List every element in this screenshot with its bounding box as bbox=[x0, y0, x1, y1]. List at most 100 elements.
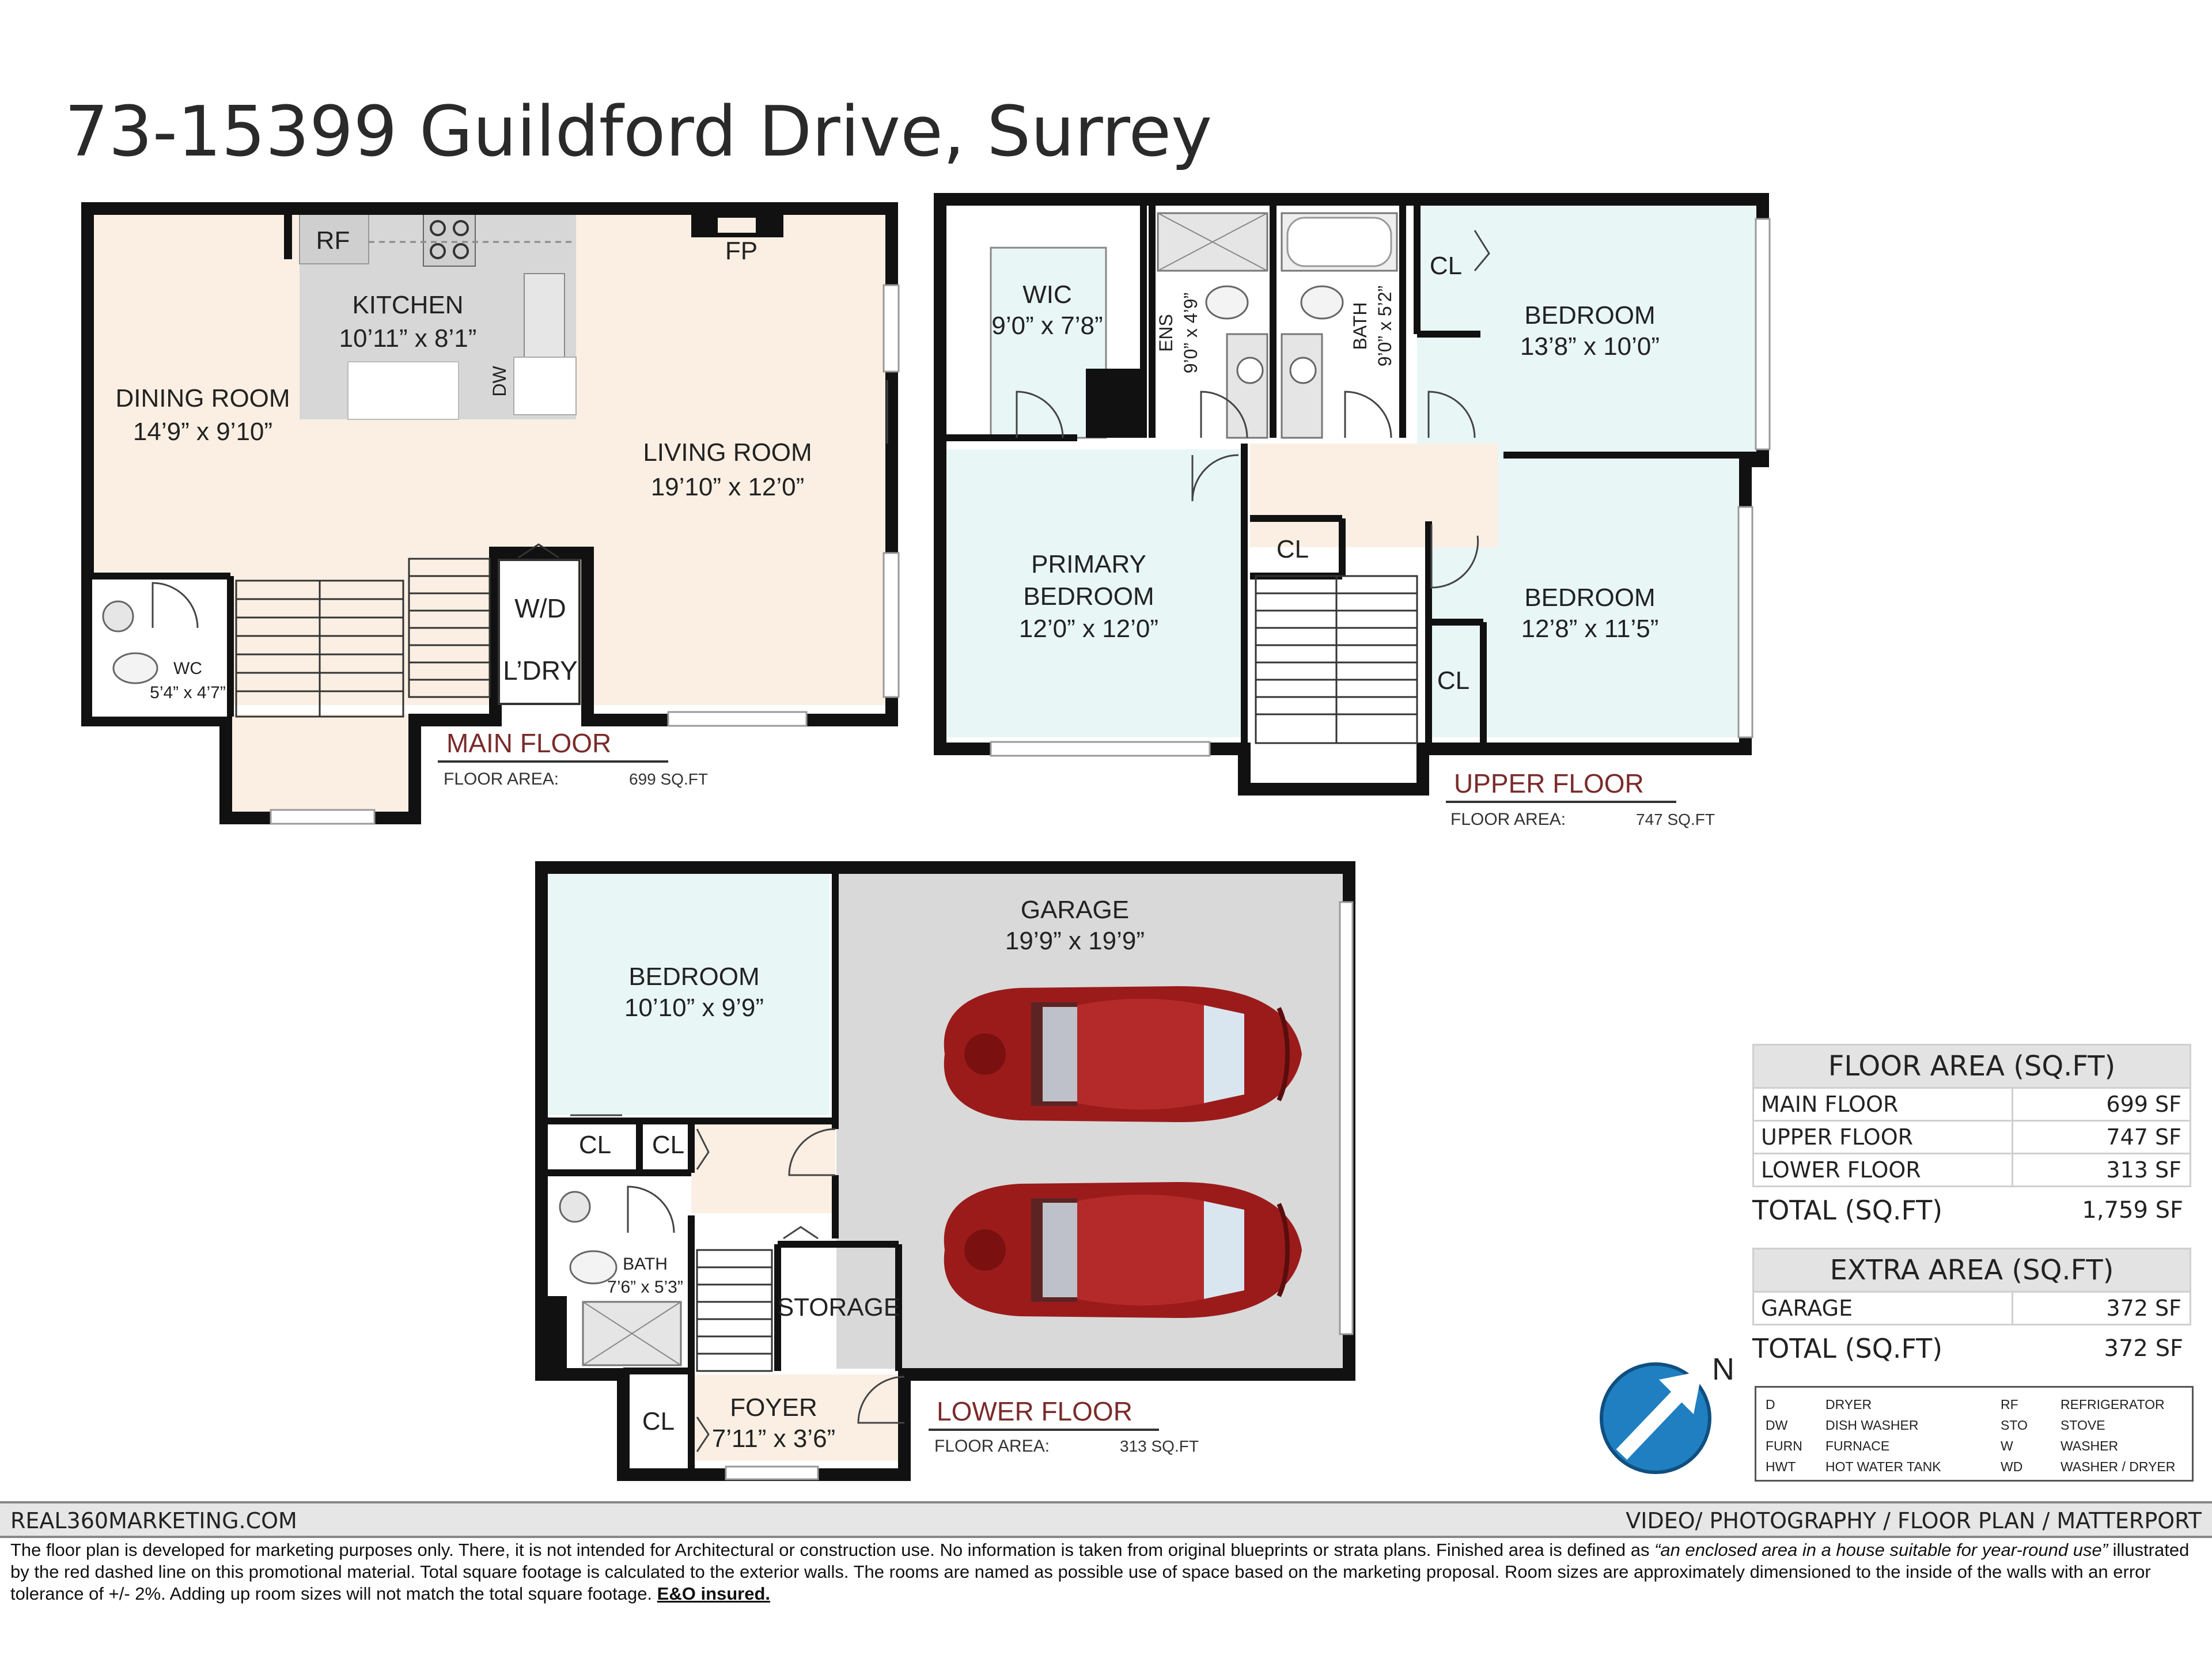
wc-name: WC bbox=[173, 659, 202, 678]
disclaimer-part-2: illustrated by the red dashed line on th… bbox=[10, 1540, 2190, 1604]
fireplace-label: FP bbox=[725, 237, 757, 265]
dining-room-name: DINING ROOM bbox=[115, 384, 290, 412]
table-row: LOWER FLOOR 313 SF bbox=[1752, 1154, 2191, 1187]
eo-insured: E&O insured. bbox=[657, 1584, 771, 1604]
upper-floor-area-value: 747 SQ.FT bbox=[1636, 810, 1715, 828]
legend-abbr: DW bbox=[1766, 1418, 1788, 1433]
floor-area-total-row: TOTAL (SQ.FT) 1,759 SF bbox=[1752, 1187, 2191, 1233]
floor-plan-drawing: RF FP DW KITCHEN 10’11” x 8’1” DINING RO… bbox=[81, 193, 1771, 1481]
bedroom-2-size: 12’8” x 11’5” bbox=[1521, 615, 1659, 643]
compass-north-label: N bbox=[1712, 1352, 1734, 1387]
website-link[interactable]: REAL360MARKETING.COM bbox=[10, 1508, 297, 1533]
dishwasher-label: DW bbox=[489, 366, 510, 397]
lower-bath-size: 7’6” x 5’3” bbox=[607, 1278, 683, 1297]
table-cell-value: 372 SF bbox=[2106, 1296, 2181, 1321]
bedroom-2-name: BEDROOM bbox=[1524, 584, 1655, 612]
upper-floor-labels: WIC 9’0” x 7’8” ENS 9’0” x 4’9” BATH 9’0… bbox=[991, 252, 1660, 695]
closet-label-upper-2: CL bbox=[1277, 535, 1309, 563]
disclaimer-text: The floor plan is developed for marketin… bbox=[10, 1539, 2199, 1605]
extra-area-table-header: EXTRA AREA (SQ.FT) bbox=[1752, 1248, 2191, 1293]
table-cell-value: 699 SF bbox=[2106, 1092, 2181, 1117]
legend-text: REFRIGERATOR bbox=[2061, 1397, 2165, 1412]
legend-text: DISH WASHER bbox=[1825, 1418, 1919, 1433]
upper-floor-area-label: FLOOR AREA: bbox=[1450, 810, 1566, 829]
table-cell-label: UPPER FLOOR bbox=[1754, 1122, 2013, 1153]
table-cell-label: LOWER FLOOR bbox=[1754, 1154, 2013, 1185]
lower-floor-area-value: 313 SQ.FT bbox=[1120, 1437, 1199, 1455]
upper-floor-caption: UPPER FLOOR FLOOR AREA: 747 SQ.FT bbox=[1446, 768, 1715, 829]
lower-floor-labels: BEDROOM 10’10” x 9’9” GARAGE 19’9” x 19’… bbox=[579, 896, 1145, 1453]
main-floor-caption: MAIN FLOOR FLOOR AREA: 699 SQ.FT bbox=[438, 728, 708, 789]
lower-bedroom-size: 10’10” x 9’9” bbox=[624, 994, 764, 1022]
lower-floor-area-label: FLOOR AREA: bbox=[934, 1437, 1050, 1456]
storage-name: STORAGE bbox=[777, 1293, 900, 1321]
lower-floor-plan bbox=[535, 861, 1355, 1481]
floor-area-total-label: TOTAL (SQ.FT) bbox=[1752, 1195, 1943, 1226]
table-cell-value: 747 SF bbox=[2106, 1124, 2181, 1150]
bath-size: 9’0” x 5’2” bbox=[1374, 286, 1395, 367]
lower-floor-caption: LOWER FLOOR FLOOR AREA: 313 SQ.FT bbox=[929, 1396, 1199, 1456]
lower-bedroom-name: BEDROOM bbox=[628, 963, 759, 991]
primary-bedroom-name-2: BEDROOM bbox=[1023, 582, 1154, 611]
legend-text: FURNACE bbox=[1825, 1438, 1890, 1453]
garage-size: 19’9” x 19’9” bbox=[1005, 927, 1145, 955]
wc-size: 5’4” x 4’7” bbox=[150, 683, 226, 702]
closet-label-upper-1: CL bbox=[1430, 252, 1462, 280]
table-cell-value: 313 SF bbox=[2106, 1157, 2181, 1183]
living-room-name: LIVING ROOM bbox=[643, 438, 812, 467]
foyer-size: 7’11” x 3’6” bbox=[712, 1425, 835, 1453]
wic-size: 9’0” x 7’8” bbox=[991, 312, 1103, 340]
primary-bedroom-size: 12’0” x 12’0” bbox=[1019, 615, 1158, 643]
main-floor-area-value: 699 SQ.FT bbox=[629, 770, 708, 788]
disclaimer-quote: “an enclosed area in a house suitable fo… bbox=[1654, 1540, 2108, 1560]
main-floor-plan bbox=[81, 202, 900, 825]
legend-abbr: RF bbox=[2001, 1397, 2018, 1412]
main-floor-name: MAIN FLOOR bbox=[446, 728, 611, 758]
main-floor-area-label: FLOOR AREA: bbox=[444, 770, 559, 789]
ensuite-name: ENS bbox=[1156, 314, 1176, 352]
legend-text: DRYER bbox=[1825, 1397, 1872, 1412]
services-text: VIDEO/ PHOTOGRAPHY / FLOOR PLAN / MATTER… bbox=[1626, 1508, 2202, 1533]
ensuite-size: 9’0” x 4’9” bbox=[1180, 293, 1201, 374]
closet-label-upper-3: CL bbox=[1437, 666, 1469, 695]
table-cell-label: GARAGE bbox=[1754, 1293, 2013, 1324]
legend-abbr: D bbox=[1766, 1397, 1775, 1412]
car-icon-2 bbox=[944, 1182, 1302, 1318]
legend-text: STOVE bbox=[2061, 1418, 2105, 1433]
table-row: UPPER FLOOR 747 SF bbox=[1752, 1122, 2191, 1154]
upper-floor-plan bbox=[934, 193, 1771, 796]
closet-label-lower-2: CL bbox=[652, 1131, 684, 1159]
table-row: MAIN FLOOR 699 SF bbox=[1752, 1089, 2191, 1122]
foyer-name: FOYER bbox=[730, 1393, 817, 1422]
floor-area-table: FLOOR AREA (SQ.FT) MAIN FLOOR 699 SF UPP… bbox=[1752, 1044, 2191, 1233]
washer-dryer-label: W/D bbox=[514, 593, 566, 623]
bedroom-1-size: 13’8” x 10’0” bbox=[1520, 332, 1660, 361]
floor-area-total-value: 1,759 SF bbox=[2082, 1197, 2183, 1224]
legend-abbr: STO bbox=[2001, 1418, 2028, 1433]
table-cell-label: MAIN FLOOR bbox=[1754, 1089, 2013, 1120]
laundry-label: L’DRY bbox=[503, 656, 578, 685]
closet-label-lower-3: CL bbox=[642, 1407, 675, 1435]
legend-abbr: W bbox=[2001, 1438, 2013, 1453]
wic-name: WIC bbox=[1022, 281, 1072, 309]
table-row: GARAGE 372 SF bbox=[1752, 1293, 2191, 1325]
bath-name: BATH bbox=[1350, 302, 1370, 350]
living-room-size: 19’10” x 12’0” bbox=[651, 473, 805, 501]
main-floor-labels: RF FP DW KITCHEN 10’11” x 8’1” DINING RO… bbox=[115, 226, 812, 702]
abbreviation-legend: D DRYER DW DISH WASHER FURN FURNACE HWT … bbox=[1755, 1386, 2194, 1482]
legend-abbr: WD bbox=[2001, 1459, 2023, 1474]
page-title: 73-15399 Guildford Drive, Surrey bbox=[65, 92, 1213, 172]
extra-area-total-label: TOTAL (SQ.FT) bbox=[1752, 1333, 1943, 1364]
lower-bath-name: BATH bbox=[623, 1255, 668, 1274]
legend-text: WASHER / DRYER bbox=[2061, 1459, 2176, 1474]
legend-text: WASHER bbox=[2061, 1438, 2119, 1453]
legend-abbr: HWT bbox=[1766, 1459, 1796, 1474]
disclaimer-part-1: The floor plan is developed for marketin… bbox=[10, 1540, 1655, 1560]
kitchen-name: KITCHEN bbox=[352, 291, 463, 319]
dining-room-size: 14’9” x 9’10” bbox=[133, 418, 272, 446]
fridge-label: RF bbox=[316, 226, 350, 255]
footer-bar: REAL360MARKETING.COM VIDEO/ PHOTOGRAPHY … bbox=[0, 1501, 2212, 1538]
primary-bedroom-name-1: PRIMARY bbox=[1031, 550, 1146, 578]
closet-label-lower-1: CL bbox=[579, 1131, 611, 1159]
legend-text: HOT WATER TANK bbox=[1825, 1459, 1941, 1474]
